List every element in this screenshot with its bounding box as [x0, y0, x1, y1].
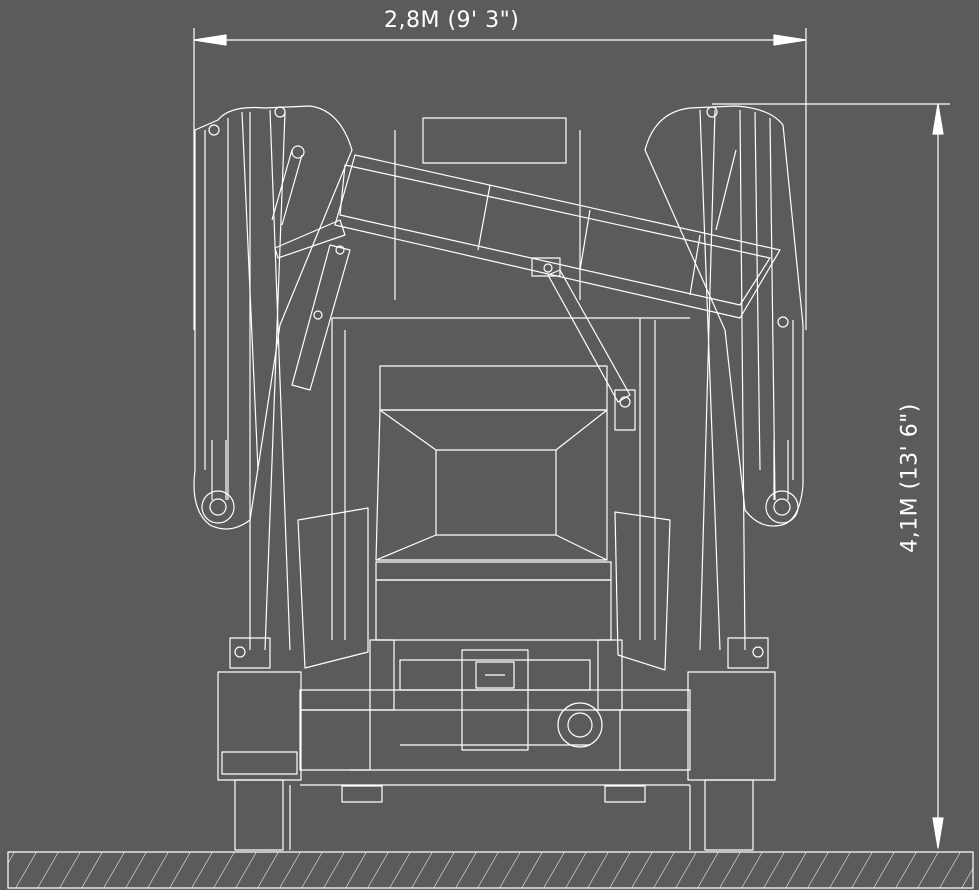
rear-engine-box	[394, 117, 581, 300]
right-wing-conveyor	[644, 105, 804, 669]
chassis-frame	[217, 639, 776, 786]
central-hopper	[331, 317, 690, 641]
width-dimension-line	[193, 28, 807, 330]
tracks	[234, 779, 754, 851]
top-tilted-conveyor	[274, 154, 781, 431]
side-panels	[297, 507, 671, 671]
ground-hatch	[7, 851, 974, 889]
height-dimension-line	[712, 103, 950, 849]
width-dimension-label: 2,8M (9' 3")	[384, 8, 520, 33]
height-dimension-label: 4,1M (13' 6")	[897, 403, 923, 553]
left-wing-conveyor	[193, 105, 353, 669]
